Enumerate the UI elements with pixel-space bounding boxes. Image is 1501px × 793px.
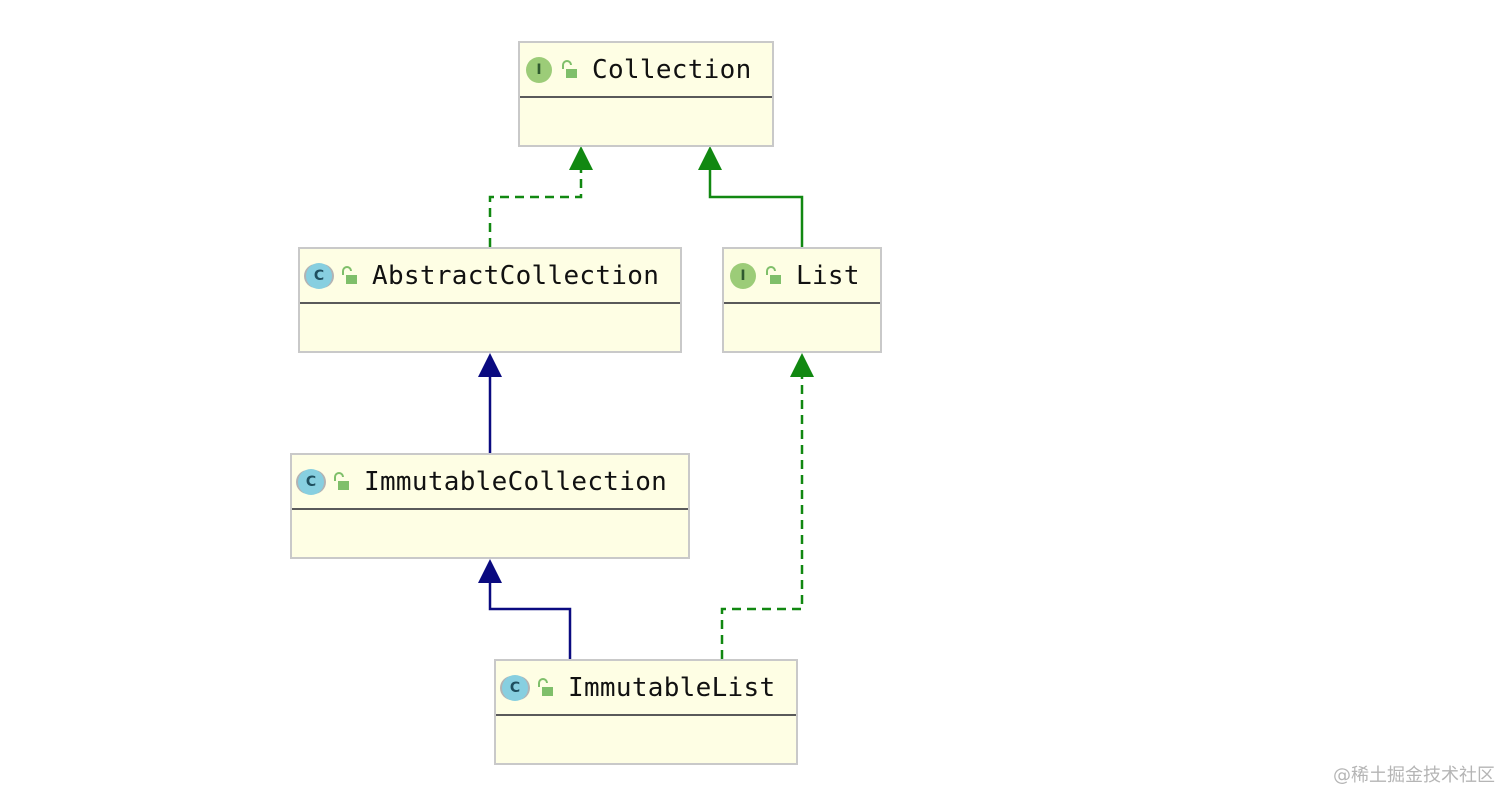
node-abstract-collection[interactable]: C AbstractCollection: [298, 247, 682, 353]
node-immutable-list[interactable]: C ImmutableList: [494, 659, 798, 765]
unlocked-icon: [766, 265, 781, 284]
node-immutable-collection[interactable]: C ImmutableCollection: [290, 453, 690, 559]
watermark: @稀土掘金技术社区: [1333, 765, 1495, 786]
node-list[interactable]: I List: [722, 247, 882, 353]
interface-icon: I: [526, 56, 552, 83]
unlocked-icon: [334, 471, 349, 490]
unlocked-icon: [538, 677, 553, 696]
unlocked-icon: [342, 265, 357, 284]
node-header: C ImmutableCollection: [292, 455, 688, 510]
class-icon: C: [502, 674, 528, 701]
node-title: Collection: [592, 54, 752, 85]
node-collection[interactable]: I Collection: [518, 41, 774, 147]
node-header: C AbstractCollection: [300, 249, 680, 304]
node-header: C ImmutableList: [496, 661, 796, 716]
edge-list-collection: [698, 146, 804, 247]
edge-abstractcollection-collection: [488, 146, 593, 247]
node-header: I Collection: [520, 43, 772, 98]
class-icon: C: [298, 468, 324, 495]
node-header: I List: [724, 249, 880, 304]
class-icon: C: [306, 262, 332, 289]
edge-immutablelist-immutablecollection: [478, 559, 572, 659]
node-title: List: [796, 260, 860, 291]
node-title: AbstractCollection: [372, 260, 660, 291]
node-title: ImmutableList: [568, 672, 776, 703]
interface-icon: I: [730, 262, 756, 289]
edge-immutablecollection-abstractcollection: [478, 353, 502, 453]
node-title: ImmutableCollection: [364, 466, 668, 497]
edge-immutablelist-list: [720, 353, 814, 659]
unlocked-icon: [562, 59, 577, 78]
